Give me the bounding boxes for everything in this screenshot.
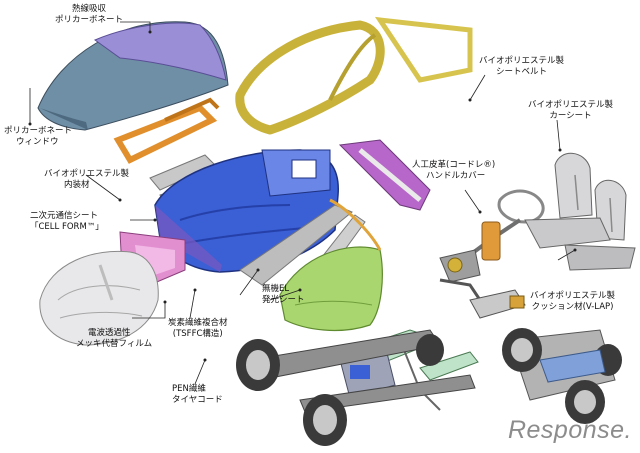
label-line: タイヤコード [172, 395, 223, 405]
label-carbon-fiber-composite: 炭素繊維複合材 (TSFFC構造) [168, 318, 228, 340]
response-watermark: Response. [507, 416, 632, 444]
label-bio-polyester-seatbelt: バイオポリエステル製 シートベルト [479, 56, 564, 78]
label-line: ポリカーボネート [4, 126, 73, 136]
label-line: クッション材(V-LAP) [531, 302, 614, 312]
label-line: メッキ代替フィルム [76, 339, 153, 349]
label-line: カーシート [549, 111, 592, 121]
label-bio-polyester-cushion: バイオポリエステル製 クッション材(V-LAP) [530, 291, 615, 313]
label-line: ポリカーボネート [55, 15, 124, 25]
label-line: 発光シート [262, 295, 305, 305]
label-line: 無機EL [262, 284, 290, 294]
label-line: 炭素繊維複合材 [168, 318, 228, 328]
label-inorganic-el-sheet: 無機EL 発光シート [262, 284, 305, 306]
label-line: 内装材 [64, 180, 90, 190]
label-line: 熱線吸収 [72, 4, 107, 14]
label-line: (TSFFC構造) [172, 329, 223, 339]
label-line: ウィンドウ [16, 137, 59, 147]
label-line: 人工皮革(コードレ®) [412, 160, 496, 170]
label-line: ハンドルカバー [426, 171, 486, 181]
label-line: 電波透過性 [88, 328, 131, 338]
label-line: バイオポリエステル製 [530, 291, 616, 301]
label-line: シートベルト [496, 67, 548, 77]
label-line: 「CELL FORM™」 [30, 222, 104, 232]
label-line: バイオポリエステル製 [479, 56, 565, 66]
label-artificial-leather-handle: 人工皮革(コードレ®) ハンドルカバー [412, 160, 495, 182]
label-bio-polyester-interior: バイオポリエステル製 内装材 [44, 169, 129, 191]
label-line: バイオポリエステル製 [528, 100, 614, 110]
label-line: バイオポリエステル製 [44, 169, 130, 179]
label-line: PEN繊維 [172, 384, 206, 394]
label-line: 二次元通信シート [30, 211, 99, 221]
label-bio-polyester-car-seat: バイオポリエステル製 カーシート [528, 100, 613, 122]
label-pen-tire-cord: PEN繊維 タイヤコード [172, 384, 223, 406]
label-cell-form-sheet: 二次元通信シート 「CELL FORM™」 [30, 211, 104, 233]
label-polycarbonate-window: ポリカーボネート ウィンドウ [4, 126, 72, 148]
label-heat-absorbing-polycarbonate: 熱線吸収 ポリカーボネート [55, 4, 123, 26]
label-metal-replacement-film: 電波透過性 メッキ代替フィルム [76, 328, 152, 350]
